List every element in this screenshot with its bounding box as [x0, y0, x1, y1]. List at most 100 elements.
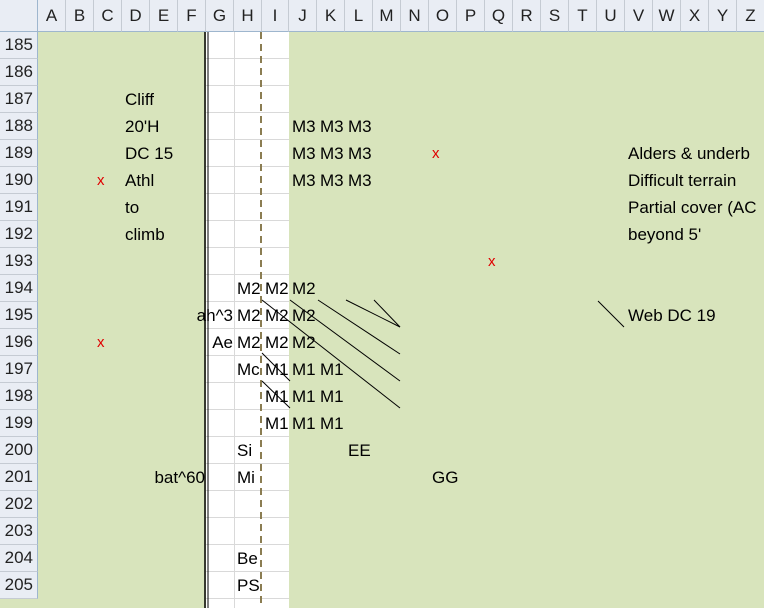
cell-i198[interactable]: M1 [265, 387, 289, 406]
cell-v195[interactable]: Web DC 19 [628, 306, 716, 325]
row-header-192[interactable]: 192 [0, 221, 38, 248]
cell-j190[interactable]: M3 [292, 171, 316, 190]
cell-v192[interactable]: beyond 5' [628, 225, 702, 244]
cell-h197[interactable]: Mc [237, 360, 260, 379]
cell-k197[interactable]: M1 [320, 360, 344, 379]
row-header-189[interactable]: 189 [0, 140, 38, 167]
row-header-197[interactable]: 197 [0, 356, 38, 383]
cell-i199[interactable]: M1 [265, 414, 289, 433]
row-header-205[interactable]: 205 [0, 572, 38, 599]
row-header-201[interactable]: 201 [0, 464, 38, 491]
column-header-n[interactable]: N [401, 0, 429, 32]
column-header-i[interactable]: I [262, 0, 289, 32]
cell-v189[interactable]: Alders & underb [628, 144, 750, 163]
cell-j195[interactable]: M2 [292, 306, 316, 325]
column-header-w[interactable]: W [653, 0, 681, 32]
column-header-g[interactable]: G [206, 0, 234, 32]
cell-d189[interactable]: DC 15 [125, 144, 174, 163]
cell-l190[interactable]: M3 [348, 171, 372, 190]
column-header-j[interactable]: J [289, 0, 317, 32]
cell-h195[interactable]: M2 [237, 306, 261, 325]
cell-h201[interactable]: Mi [237, 468, 255, 487]
row-header-188[interactable]: 188 [0, 113, 38, 140]
cell-i197[interactable]: M1 [265, 360, 289, 379]
cell-j189[interactable]: M3 [292, 144, 316, 163]
cell-g196[interactable]: Ae [212, 333, 233, 352]
column-header-k[interactable]: K [317, 0, 345, 32]
column-header-b[interactable]: B [66, 0, 94, 32]
column-header-r[interactable]: R [513, 0, 541, 32]
cell-i194[interactable]: M2 [265, 279, 289, 298]
column-header-q[interactable]: Q [485, 0, 513, 32]
cell-j188[interactable]: M3 [292, 117, 316, 136]
cell-j197[interactable]: M1 [292, 360, 316, 379]
row-header-196[interactable]: 196 [0, 329, 38, 356]
row-header-187[interactable]: 187 [0, 86, 38, 113]
row-header-193[interactable]: 193 [0, 248, 38, 275]
cell-l200[interactable]: EE [348, 441, 371, 460]
cell-k190[interactable]: M3 [320, 171, 344, 190]
column-header-z[interactable]: Z [737, 0, 764, 32]
row-header-190[interactable]: 190 [0, 167, 38, 194]
column-header-l[interactable]: L [345, 0, 373, 32]
column-header-o[interactable]: O [429, 0, 457, 32]
row-header-200[interactable]: 200 [0, 437, 38, 464]
marker-x[interactable]: x [432, 145, 440, 162]
column-header-c[interactable]: C [94, 0, 122, 32]
cell-k199[interactable]: M1 [320, 414, 344, 433]
column-header-a[interactable]: A [38, 0, 66, 32]
cell-l188[interactable]: M3 [348, 117, 372, 136]
row-header-198[interactable]: 198 [0, 383, 38, 410]
row-header-203[interactable]: 203 [0, 518, 38, 545]
row-header-202[interactable]: 202 [0, 491, 38, 518]
column-header-m[interactable]: M [373, 0, 401, 32]
column-header-s[interactable]: S [541, 0, 569, 32]
cell-l189[interactable]: M3 [348, 144, 372, 163]
cell-h205[interactable]: PS [237, 576, 260, 595]
cell-h196[interactable]: M2 [237, 333, 261, 352]
cell-k198[interactable]: M1 [320, 387, 344, 406]
cell-j196[interactable]: M2 [292, 333, 316, 352]
cell-h194[interactable]: M2 [237, 279, 261, 298]
cell-h200[interactable]: Si [237, 441, 253, 460]
column-header-h[interactable]: H [234, 0, 262, 32]
marker-x[interactable]: x [97, 172, 105, 189]
row-header-186[interactable]: 186 [0, 59, 38, 86]
row-header-185[interactable]: 185 [0, 32, 38, 59]
cell-o201[interactable]: GG [432, 468, 459, 487]
row-header-194[interactable]: 194 [0, 275, 38, 302]
cell-d187[interactable]: Cliff [125, 90, 154, 109]
column-header-d[interactable]: D [122, 0, 150, 32]
cell-d188[interactable]: 20'H [125, 117, 160, 136]
cell-j199[interactable]: M1 [292, 414, 316, 433]
cell-d192[interactable]: climb [125, 225, 165, 244]
column-header-u[interactable]: U [597, 0, 625, 32]
cell-v191[interactable]: Partial cover (AC [628, 198, 757, 217]
row-header-195[interactable]: 195 [0, 302, 38, 329]
cell-d190[interactable]: Athl [125, 171, 155, 190]
cell-d191[interactable]: to [125, 198, 140, 217]
column-header-x[interactable]: X [681, 0, 709, 32]
cell-j194[interactable]: M2 [292, 279, 316, 298]
column-header-t[interactable]: T [569, 0, 597, 32]
column-header-f[interactable]: F [178, 0, 206, 32]
row-header-204[interactable]: 204 [0, 545, 38, 572]
cell-h204[interactable]: Be [237, 549, 258, 568]
cell-g195[interactable]: ah^3 [196, 306, 233, 325]
select-all-corner[interactable] [0, 0, 38, 32]
column-header-y[interactable]: Y [709, 0, 737, 32]
cell-i195[interactable]: M2 [265, 306, 289, 325]
cell-f201[interactable]: bat^60 [154, 468, 205, 487]
cell-j198[interactable]: M1 [292, 387, 316, 406]
cell-k189[interactable]: M3 [320, 144, 344, 163]
column-header-e[interactable]: E [150, 0, 178, 32]
cell-v190[interactable]: Difficult terrain [628, 171, 737, 190]
marker-x[interactable]: x [488, 253, 496, 270]
row-header-191[interactable]: 191 [0, 194, 38, 221]
marker-x[interactable]: x [97, 334, 105, 351]
row-header-199[interactable]: 199 [0, 410, 38, 437]
column-header-p[interactable]: P [457, 0, 485, 32]
column-header-v[interactable]: V [625, 0, 653, 32]
cell-k188[interactable]: M3 [320, 117, 344, 136]
